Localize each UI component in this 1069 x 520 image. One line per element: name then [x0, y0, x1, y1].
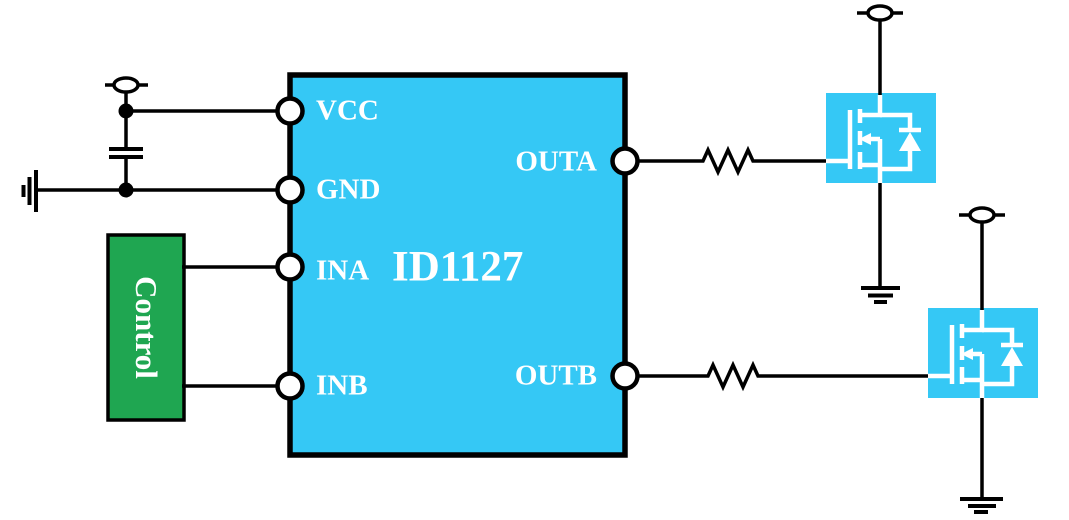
control-label: Control — [128, 276, 164, 379]
pin-inb-terminal — [275, 371, 305, 401]
control-block — [106, 233, 186, 422]
pin-vcc-terminal — [275, 96, 305, 126]
wire-outa-resistor-a — [625, 145, 834, 177]
capacitor-icon — [109, 147, 143, 159]
junction-dot-vcc — [118, 103, 134, 119]
pin-label-outb: OUTB — [514, 359, 597, 392]
pin-outa-terminal — [610, 146, 640, 176]
pin-label-ina: INA — [316, 254, 370, 287]
power-port-a-icon — [866, 4, 894, 22]
ground-icon-a — [861, 286, 900, 304]
ground-icon-left — [21, 170, 38, 212]
pin-label-outa: OUTA — [515, 145, 597, 178]
wire-outb-resistor-b — [625, 360, 936, 392]
power-port-vcc-icon — [112, 76, 140, 94]
junction-dot-gnd — [118, 182, 134, 198]
pin-ina-terminal — [275, 252, 305, 282]
power-port-b-icon — [968, 206, 996, 224]
pin-outb-terminal — [610, 361, 640, 391]
ic-body — [287, 72, 628, 458]
ic-part-number: ID1127 — [392, 243, 524, 291]
pin-label-gnd: GND — [316, 173, 381, 206]
pin-label-inb: INB — [316, 369, 368, 402]
ground-icon-b — [960, 497, 1003, 514]
pin-gnd-terminal — [275, 175, 305, 205]
control-block-label-box: Control — [108, 235, 184, 420]
pin-label-vcc: VCC — [316, 94, 379, 127]
